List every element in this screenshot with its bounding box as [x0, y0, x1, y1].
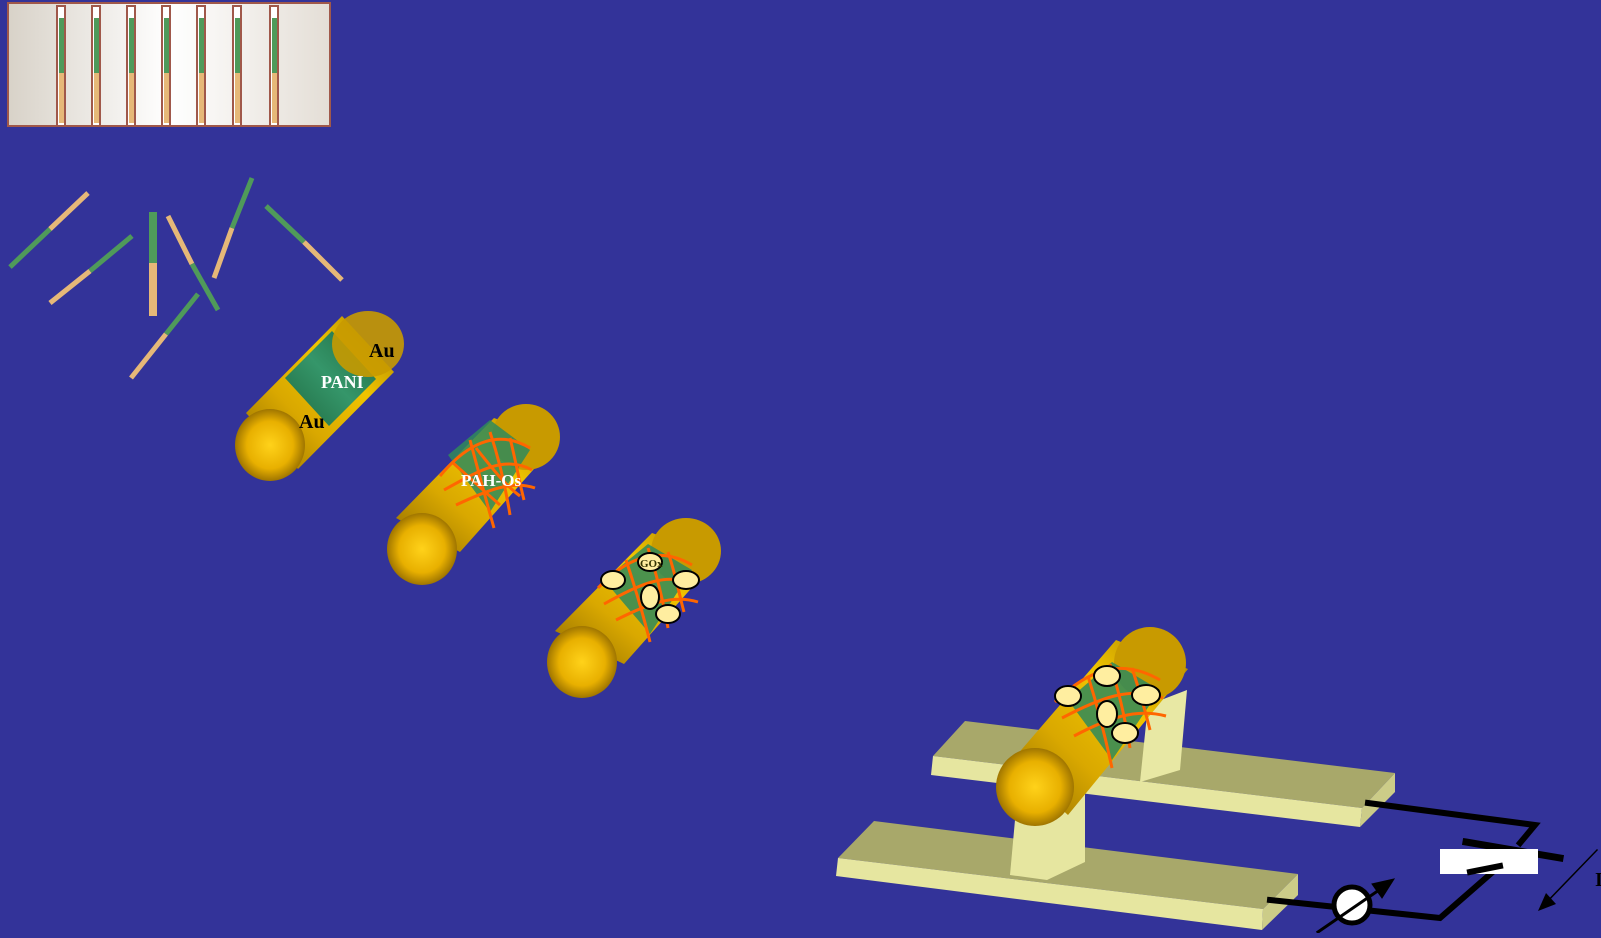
nanowire-icon [165, 214, 221, 312]
nanowire-icon [48, 234, 134, 305]
label-au-top: Au [369, 340, 395, 362]
label-pani: PANI [321, 372, 364, 392]
membrane-pore [161, 5, 171, 127]
nanowire-icon [8, 191, 90, 269]
ammeter-icon [1315, 878, 1396, 935]
au-end-cap [387, 513, 457, 585]
nanowire-icon [211, 177, 255, 279]
gox-enzyme [1096, 700, 1118, 728]
gox-enzyme [600, 570, 626, 590]
nanowire-pah-os: PAH-Os [387, 404, 560, 585]
gox-enzyme [637, 552, 663, 572]
nanowire-gox: GOx [547, 518, 721, 698]
membrane-pore [269, 5, 279, 127]
gox-enzyme [1054, 685, 1082, 707]
released-nanowires [8, 177, 344, 380]
nanowire-icon [129, 292, 200, 380]
membrane-pore [126, 5, 136, 127]
gox-enzymes [600, 552, 700, 624]
membrane-template-icon [7, 2, 331, 127]
membrane-pore [56, 5, 66, 127]
gox-enzyme [1111, 722, 1139, 744]
membrane-pore [232, 5, 242, 127]
nanowire-au-pani-au: Au PANI Au [235, 311, 404, 481]
au-end-cap [996, 748, 1074, 826]
circuit-wire-bottom [1266, 865, 1500, 922]
au-end-cap [547, 626, 617, 698]
gox-enzyme [655, 604, 681, 624]
electrode-device [836, 627, 1395, 930]
pah-os-mesh [438, 431, 536, 529]
label-current-partial: I [1595, 869, 1601, 891]
label-gox: GOx [640, 558, 663, 570]
current-arrow [1538, 848, 1599, 911]
circuit-wire-top [1364, 799, 1541, 848]
external-circuit [1266, 799, 1599, 935]
gox-enzymes [1054, 665, 1161, 744]
gox-enzyme [1131, 684, 1161, 706]
nanowire-on-electrodes [996, 627, 1188, 826]
membrane-pore [196, 5, 206, 127]
label-au-bottom: Au [299, 411, 325, 433]
label-pah-os: PAH-Os [461, 471, 522, 490]
au-end-cap [235, 409, 305, 481]
nanowire-icon [264, 204, 344, 282]
battery-icon [1440, 837, 1565, 876]
gox-enzyme [640, 584, 660, 610]
membrane-pore [91, 5, 101, 127]
gox-enzyme [1093, 665, 1121, 687]
gox-enzyme [672, 570, 700, 590]
